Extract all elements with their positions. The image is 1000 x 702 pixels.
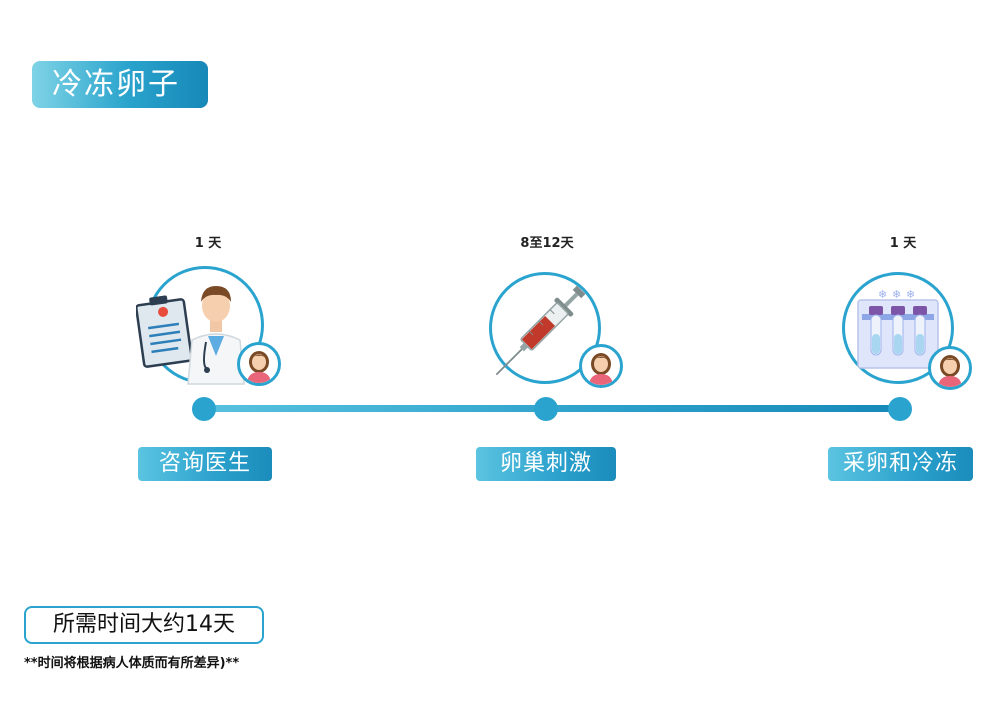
- step-1-duration: 1 天: [194, 236, 222, 251]
- step-3-label: 采卵和冷冻: [828, 447, 973, 481]
- frozen-tubes-icon: ❄ ❄ ❄: [857, 288, 939, 369]
- svg-text:❄: ❄: [906, 288, 915, 301]
- timeline-dot-1: [192, 397, 216, 421]
- patient-avatar-icon: [247, 351, 271, 383]
- step-2-illustration: [485, 270, 625, 392]
- total-time-box: 所需时间大约14天: [24, 606, 264, 644]
- step-3-illustration: ❄ ❄ ❄: [838, 270, 978, 392]
- svg-text:❄: ❄: [892, 288, 901, 301]
- patient-avatar-icon: [589, 353, 613, 385]
- doctor-icon: [136, 286, 245, 385]
- timeline-dot-3: [888, 397, 912, 421]
- svg-text:❄: ❄: [878, 288, 887, 301]
- patient-avatar-icon: [938, 355, 962, 387]
- step-2-label: 卵巢刺激: [476, 447, 616, 481]
- step-1-label: 咨询医生: [138, 447, 272, 481]
- syringe-icon: [495, 285, 586, 376]
- step-1-illustration: [136, 264, 286, 390]
- step-3-duration: 1 天: [889, 236, 917, 251]
- step-2-duration: 8至12天: [520, 236, 574, 251]
- footnote: **时间将根据病人体质而有所差异)**: [24, 656, 240, 671]
- timeline-dot-2: [534, 397, 558, 421]
- page-title: 冷冻卵子: [32, 61, 208, 108]
